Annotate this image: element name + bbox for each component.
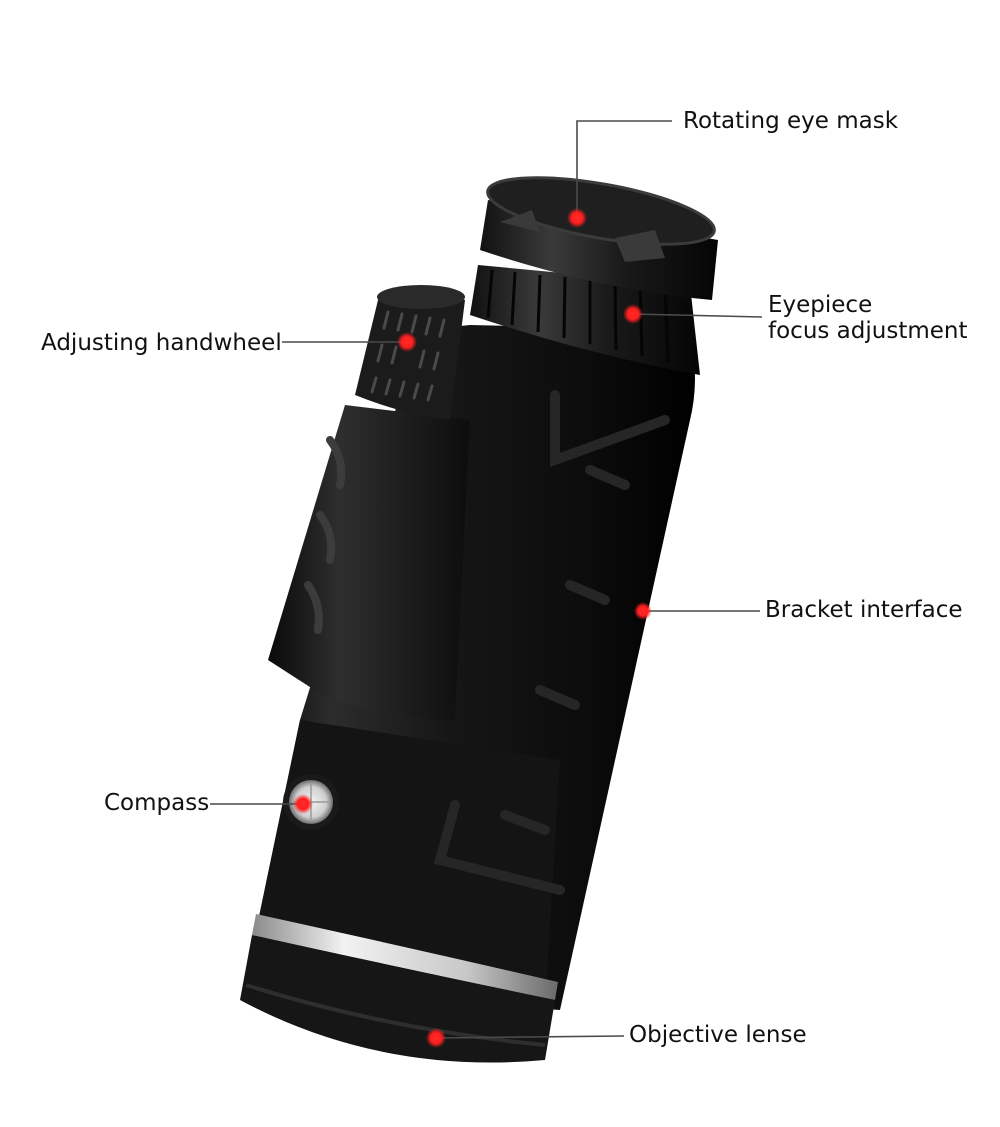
marker-objective (426, 1028, 446, 1048)
label-adjusting-handwheel: Adjusting handwheel (41, 330, 282, 356)
leader-lines (210, 120, 763, 1039)
markers (293, 208, 652, 1048)
label-eyepiece-focus-line1: Eyepiece (768, 292, 873, 318)
eye-mask (480, 176, 718, 300)
label-objective-lense: Objective lense (629, 1022, 807, 1048)
marker-eyepiece-focus (623, 304, 643, 324)
marker-bracket (634, 602, 652, 620)
marker-eye-mask (567, 208, 587, 228)
eyepiece-focus-ring (470, 265, 700, 375)
marker-compass (293, 794, 313, 814)
label-rotating-eye-mask: Rotating eye mask (683, 108, 899, 134)
label-compass: Compass (104, 790, 210, 816)
label-eyepiece-focus: Eyepiece focus adjustment (768, 292, 968, 344)
grip-panel (268, 405, 470, 720)
label-bracket-interface: Bracket interface (765, 597, 963, 623)
adjusting-handwheel (355, 285, 465, 420)
marker-handwheel (397, 332, 417, 352)
objective-lens-housing (240, 914, 558, 1063)
body-grooves (433, 390, 670, 895)
label-eyepiece-focus-line2: focus adjustment (768, 318, 968, 344)
